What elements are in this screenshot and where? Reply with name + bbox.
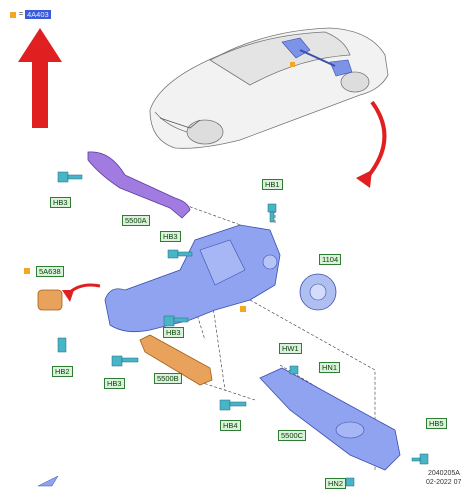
arm-5500b <box>139 334 213 386</box>
label-hb3-b: HB3 <box>160 231 181 242</box>
corner-arrow <box>37 475 59 487</box>
legend-eq: = <box>19 11 24 18</box>
highlight-marker-small <box>290 62 295 67</box>
arm-5500a <box>87 151 191 219</box>
label-hb1: HB1 <box>262 179 283 190</box>
knuckle-main <box>104 224 281 333</box>
legend-marker <box>10 12 16 18</box>
label-5500a: 5500A <box>122 215 150 226</box>
label-hb2: HB2 <box>52 366 73 377</box>
red-curved-arrow <box>363 100 387 182</box>
hub-1104 <box>299 273 337 311</box>
label-hb3-a: HB3 <box>50 197 71 208</box>
highlight-marker <box>240 306 246 312</box>
car-illustration <box>149 27 389 149</box>
label-hn1: HN1 <box>319 362 341 373</box>
label-hb5: HB5 <box>426 418 447 429</box>
label-1104: 1104 <box>319 254 342 265</box>
label-hw1: HW1 <box>279 343 302 354</box>
bushing-5a638 <box>37 289 63 311</box>
label-hb3-d: HB3 <box>104 378 125 389</box>
red-up-arrow <box>18 28 62 128</box>
label-5500b: 5500B <box>154 373 182 384</box>
legend-code: 4A403 <box>25 10 51 19</box>
label-5500c: 5500C <box>278 430 307 441</box>
label-hb3-c: HB3 <box>163 327 184 338</box>
label-hb4: HB4 <box>220 420 241 431</box>
footer-date: 02-2022 07 <box>426 479 462 486</box>
bolts <box>57 171 429 487</box>
label-5a638: 5A638 <box>36 266 64 277</box>
footer-ref: 2040205A <box>428 470 460 477</box>
car-suspension-highlight <box>281 37 353 77</box>
label-5a638-marker <box>24 268 30 274</box>
label-hn2: HN2 <box>325 478 347 489</box>
arm-5500c <box>259 367 401 471</box>
